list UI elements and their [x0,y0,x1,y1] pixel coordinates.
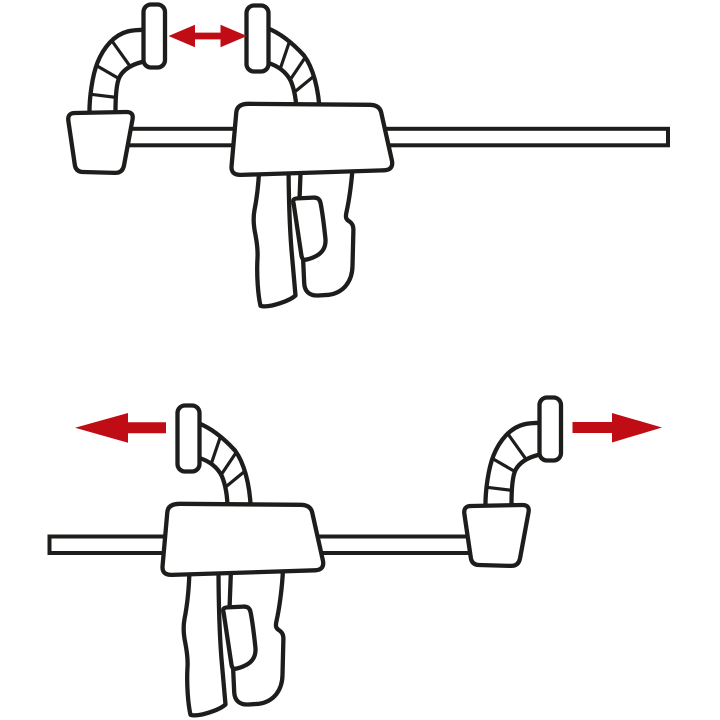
slide-jaw-neck-assembly [198,423,251,510]
fixed-jaw-assembly [68,5,165,173]
figure-clamping-mode [68,5,670,307]
handle-assembly [184,569,284,715]
handle-assembly [254,160,354,306]
figure-spreading-mode [47,398,662,716]
arrow-left-icon [75,413,166,443]
fixed-jaw-assembly [464,398,561,566]
arrow-right-icon [572,413,662,443]
double-horizontal-arrow-icon [168,24,247,48]
